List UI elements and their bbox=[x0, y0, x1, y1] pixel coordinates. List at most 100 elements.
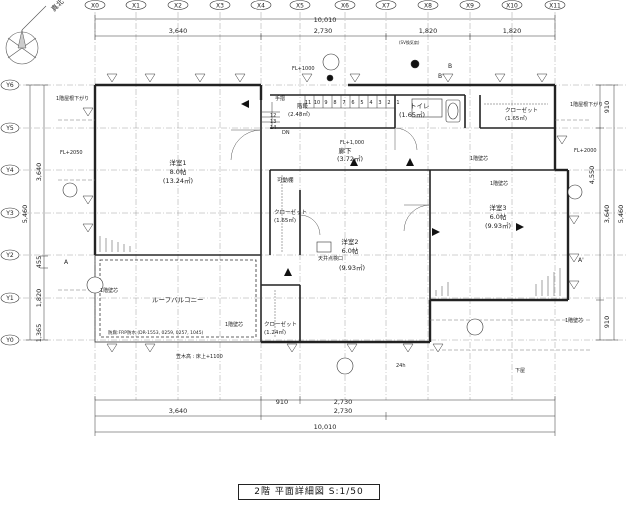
dim-right-c: 3,640 bbox=[603, 205, 611, 224]
window-marker-icon bbox=[402, 343, 414, 353]
room1-area: (13.24㎡) bbox=[163, 176, 193, 185]
note-fl2050: FL+2050 bbox=[60, 150, 83, 156]
room1-size: 8.0帖 bbox=[170, 167, 187, 176]
stair-area: (2.48㎡) bbox=[288, 110, 310, 118]
window-marker-icon bbox=[106, 343, 118, 353]
stair-number: 6 bbox=[351, 100, 354, 106]
grid-bubble-x: X7 bbox=[375, 0, 397, 10]
stair-number: 4 bbox=[369, 100, 372, 106]
closet2-name: クローゼット bbox=[264, 320, 297, 328]
closet3-area: (1.65㎡) bbox=[505, 114, 527, 122]
stair-number: 12 bbox=[270, 113, 276, 119]
grid-bubble-x: X10 bbox=[501, 0, 523, 10]
grid-label-y: Y2 bbox=[5, 252, 14, 259]
window-marker-icon bbox=[568, 280, 580, 290]
stair-number: 14 bbox=[270, 125, 276, 131]
grid-label-x: X10 bbox=[506, 3, 518, 10]
grid-label-x: X4 bbox=[257, 3, 265, 10]
window-marker-icon bbox=[234, 73, 246, 83]
room3-size: 6.0帖 bbox=[490, 212, 507, 221]
door-swings bbox=[230, 127, 431, 236]
hatch-label: 天井点検口 bbox=[318, 255, 343, 262]
room2-area: (9.93㎡) bbox=[339, 263, 365, 272]
roof-balcony-outline bbox=[94, 254, 262, 343]
closet1-name: クローゼット bbox=[274, 208, 307, 216]
dimension-lines-bottom bbox=[94, 396, 556, 436]
annotation-notes: FL+1000 FL+1,000 FL+2050 FL+2000 DN 手摺 1… bbox=[56, 39, 603, 374]
dim-top-total: 10,010 bbox=[314, 16, 337, 24]
note-wallbelow1: 1階壁芯 bbox=[470, 155, 488, 162]
grid-bubble-x: X5 bbox=[289, 0, 311, 10]
stair-name: 階段 bbox=[297, 102, 309, 110]
stair-number: 7 bbox=[342, 100, 345, 106]
note-handrail: 手摺 bbox=[275, 95, 285, 102]
window-marker-icon bbox=[442, 73, 454, 83]
grid-label-x: X2 bbox=[174, 3, 182, 10]
arrow-markers bbox=[241, 100, 524, 276]
grid-bubble-x: X9 bbox=[459, 0, 481, 10]
grid-bubble-x: X1 bbox=[125, 0, 147, 10]
window-marker-icon bbox=[106, 73, 118, 83]
grid-label-y: Y3 bbox=[5, 210, 14, 217]
window-marker-icon bbox=[536, 73, 548, 83]
dim-bottom-seg4: 2,730 bbox=[334, 407, 353, 415]
window-marker-icon bbox=[82, 223, 94, 233]
note-wallbelow5: 1階壁芯 bbox=[565, 317, 583, 324]
closet-rods bbox=[274, 103, 548, 338]
note-balcony: 防腐:FRP防水 (DR-1553, 0259, 0257, 1045) bbox=[108, 329, 204, 336]
window-marker-icon bbox=[432, 343, 444, 353]
grid-bubble-y: Y5 bbox=[0, 122, 20, 134]
window-marker-icon bbox=[346, 343, 358, 353]
stair-number: 13 bbox=[270, 119, 276, 125]
dim-bottom-seg1: 3,640 bbox=[169, 407, 188, 415]
north-arrow-icon bbox=[5, 5, 47, 65]
shelf-label: 可動棚 bbox=[277, 176, 294, 184]
grid-bubble-x: X3 bbox=[209, 0, 231, 10]
grid-bubble-y: Y3 bbox=[0, 207, 20, 219]
window-marker-icon bbox=[568, 215, 580, 225]
grid-label-x: X9 bbox=[466, 3, 474, 10]
note-void2: 1階屋根下がり bbox=[570, 101, 603, 108]
stair-number: 9 bbox=[324, 100, 327, 106]
grid-label-x: X3 bbox=[216, 3, 224, 10]
staircase bbox=[262, 95, 396, 123]
grid-bubble-y: Y1 bbox=[0, 292, 20, 304]
section-b: B bbox=[448, 63, 452, 70]
closet2-area: (1.24㎡) bbox=[264, 328, 286, 336]
grid-label-x: X11 bbox=[549, 3, 561, 10]
stair-number: 3 bbox=[378, 100, 381, 106]
grid-label-y: Y5 bbox=[5, 125, 14, 132]
note-24h: 24h bbox=[396, 363, 406, 369]
stair-number: 10 bbox=[314, 100, 320, 106]
toilet-fixture-icon bbox=[411, 98, 461, 123]
dimension-lines-left bbox=[26, 84, 48, 341]
section-marks: A A' B B' bbox=[64, 63, 584, 266]
window-marker-icon bbox=[82, 107, 94, 117]
note-wallbelow3: 1階壁芯 bbox=[100, 287, 118, 294]
grid-label-x: X0 bbox=[91, 3, 99, 10]
note-roof-below: 下屋 bbox=[515, 368, 525, 374]
closet3-name: クローゼット bbox=[505, 106, 538, 114]
window-marker-icon bbox=[556, 135, 568, 145]
window-marker-icon bbox=[301, 73, 313, 83]
grid-label-y: Y0 bbox=[5, 337, 14, 344]
grid-bubble-y: Y2 bbox=[0, 249, 20, 261]
grid-label-y: Y1 bbox=[5, 295, 14, 302]
stair-number: 11 bbox=[305, 100, 311, 106]
dim-top-seg2: 2,730 bbox=[314, 27, 333, 35]
note-wallbelow2: 1階壁芯 bbox=[490, 180, 508, 187]
dim-left-d: 1,820 bbox=[35, 289, 43, 308]
dim-left-b: 5,460 bbox=[21, 205, 29, 224]
dim-right-a: 910 bbox=[603, 101, 611, 113]
room2-size: 6.0帖 bbox=[342, 246, 359, 255]
note-dn: DN bbox=[282, 130, 290, 136]
grid-bubble-x: X6 bbox=[334, 0, 356, 10]
grid-label-x: X7 bbox=[382, 3, 390, 10]
window-marker-icon bbox=[144, 73, 156, 83]
window-marker-icon bbox=[286, 343, 298, 353]
window-marker-icon bbox=[144, 343, 156, 353]
note-fl1000b: FL+1,000 bbox=[340, 140, 364, 146]
